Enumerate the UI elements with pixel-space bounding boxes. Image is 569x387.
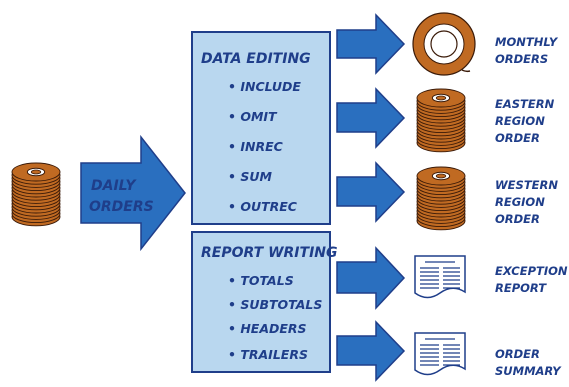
western-region-label: WESTERN REGION ORDER	[495, 178, 562, 226]
arrow-to-western	[336, 161, 406, 223]
list-item: • INREC	[228, 139, 284, 154]
arrow-to-monthly	[336, 13, 406, 75]
daily-orders-arrow	[80, 134, 186, 252]
report-writing-title: REPORT WRITING	[201, 245, 337, 261]
arrow-to-summary	[336, 320, 406, 382]
eastern-region-label: EASTERN REGION ORDER	[495, 97, 558, 145]
list-item: • INCLUDE	[228, 79, 301, 94]
monthly-orders-tape-reel-icon	[412, 12, 476, 76]
list-item: • TRAILERS	[228, 347, 308, 362]
list-item: • SUBTOTALS	[228, 297, 322, 312]
monthly-orders-label: MONTHLY ORDERS	[495, 35, 561, 66]
data-editing-box	[191, 31, 331, 225]
input-disk-stack-icon	[11, 162, 61, 227]
list-item: • SUM	[228, 169, 272, 184]
list-item: • OUTREC	[228, 199, 298, 214]
eastern-region-disk-stack-icon	[416, 88, 466, 153]
exception-report-label: EXCEPTION REPORT	[495, 264, 569, 295]
data-editing-list: • INCLUDE • OMIT • INREC • SUM • OUTREC	[228, 79, 301, 214]
order-summary-label: ORDER SUMMARY	[495, 347, 562, 378]
report-writing-list: • TOTALS • SUBTOTALS • HEADERS • TRAILER…	[228, 273, 322, 362]
western-region-disk-stack-icon	[416, 166, 466, 231]
daily-orders-label: DAILY ORDERS	[89, 178, 154, 215]
report-writing-box	[191, 231, 331, 373]
order-summary-document-icon	[414, 332, 466, 376]
data-editing-title: DATA EDITING	[201, 51, 311, 67]
arrow-to-eastern	[336, 87, 406, 149]
arrow-to-exception	[336, 246, 406, 310]
list-item: • OMIT	[228, 109, 278, 124]
list-item: • HEADERS	[228, 321, 307, 336]
list-item: • TOTALS	[228, 273, 294, 288]
exception-report-document-icon	[414, 255, 466, 299]
